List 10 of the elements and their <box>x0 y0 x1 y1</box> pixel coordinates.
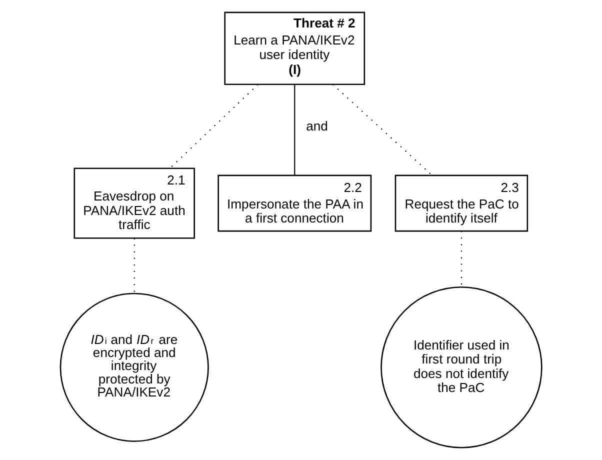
connector <box>294 84 296 176</box>
connector <box>332 84 433 176</box>
node-box: 2.2 Impersonate the PAA in a first connection <box>218 174 372 232</box>
connector <box>170 84 258 169</box>
edge-label: and <box>306 118 328 134</box>
node-circle: Identifier used in first round trip does not identify the PaC <box>380 286 542 448</box>
node-box: 2.3 Request the PaC to identify itself <box>394 174 528 232</box>
node-box: Threat # 2 Learn a PANA/IKEv2 user identity (I) <box>224 12 366 86</box>
node-circle: IDi and IDr are encrypted and integrity protected by PANA/IKEv2 <box>60 292 209 442</box>
node-box: 2.1 Eavesdrop on PANA/IKEv2 auth traffic <box>74 168 195 239</box>
